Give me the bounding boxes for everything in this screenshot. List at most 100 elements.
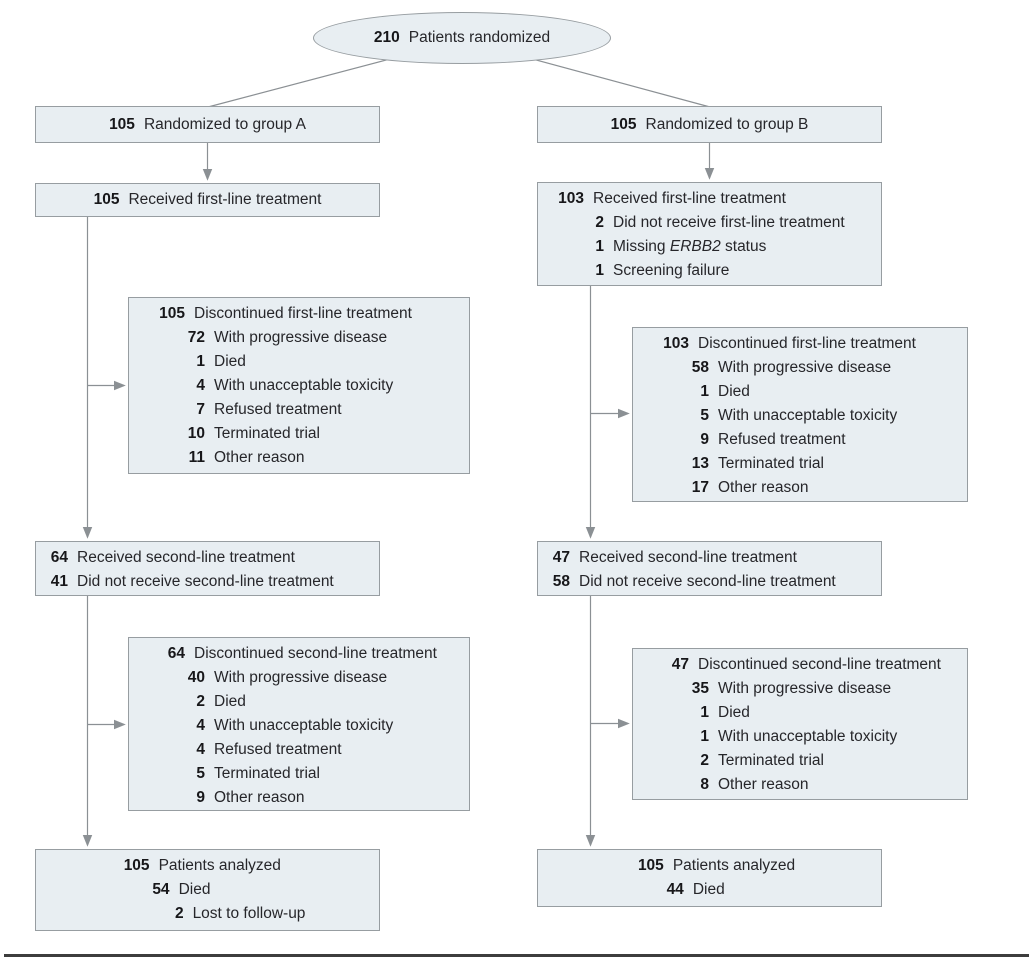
gene-name-italic: ERBB2: [669, 238, 721, 255]
flow-line: 40 With progressive disease: [139, 666, 463, 690]
flow-line: 105 Patients analyzed: [110, 854, 306, 878]
label: Other reason: [718, 479, 809, 496]
label: With unacceptable toxicity: [718, 728, 898, 745]
count: 2: [196, 693, 205, 710]
flow-line: 41 Did not receive second-line treatment: [44, 570, 373, 594]
count: 210: [373, 29, 400, 46]
label: Died: [692, 881, 725, 898]
flow-line: 1 Screening failure: [548, 259, 875, 283]
group-b-discontinued-first-line-box: 103 Discontinued first-line treatment 58…: [632, 327, 968, 502]
group-a-randomized-box: 105 Randomized to group A: [35, 106, 380, 143]
group-b-discontinued-second-line-box: 47 Discontinued second-line treatment 35…: [632, 648, 968, 800]
count: 1: [196, 353, 205, 370]
bottom-rule: [4, 954, 1029, 957]
label: With progressive disease: [718, 680, 892, 697]
count: 4: [196, 377, 205, 394]
flow-line: 9 Other reason: [139, 786, 463, 810]
flow-line: 103 Discontinued first-line treatment: [643, 332, 961, 356]
label: Discontinued second-line treatment: [698, 656, 941, 673]
count: 2: [174, 905, 184, 922]
randomized-ellipse: 210 Patients randomized: [313, 12, 611, 64]
count: 1: [700, 383, 709, 400]
flow-line: 1 Died: [139, 350, 463, 374]
count: 105: [123, 857, 150, 874]
flow-line: 4 Refused treatment: [139, 738, 463, 762]
count: 58: [552, 573, 570, 590]
count: 54: [152, 881, 170, 898]
label: Refused treatment: [214, 741, 342, 758]
label: Lost to follow-up: [192, 905, 306, 922]
label: Did not receive second-line treatment: [77, 573, 334, 590]
flow-line: 2 Terminated trial: [643, 749, 961, 773]
count: 5: [700, 407, 709, 424]
count: 2: [700, 752, 709, 769]
label: Received second-line treatment: [579, 549, 797, 566]
label: Terminated trial: [718, 752, 824, 769]
count: 5: [196, 765, 205, 782]
flow-line: 13 Terminated trial: [643, 452, 961, 476]
label: Received second-line treatment: [77, 549, 295, 566]
count: 64: [167, 645, 185, 662]
flow-line: 2 Died: [139, 690, 463, 714]
label: Received first-line treatment: [128, 191, 322, 208]
label: Discontinued first-line treatment: [194, 305, 412, 322]
flow-line: 2 Lost to follow-up: [110, 902, 306, 926]
label: Other reason: [718, 776, 809, 793]
count: 13: [691, 455, 709, 472]
flow-line: 103 Received first-line treatment: [548, 187, 875, 211]
count: 11: [188, 449, 205, 466]
flow-line: 54 Died: [110, 878, 306, 902]
count: 58: [691, 359, 709, 376]
count: 47: [671, 656, 689, 673]
group-a-discontinued-first-line-box: 105 Discontinued first-line treatment 72…: [128, 297, 470, 474]
count: 72: [187, 329, 205, 346]
count: 7: [196, 401, 205, 418]
count: 9: [700, 431, 709, 448]
count: 1: [595, 238, 604, 255]
flow-line: 17 Other reason: [643, 476, 961, 500]
label: Other reason: [214, 449, 305, 466]
flow-line: 5 Terminated trial: [139, 762, 463, 786]
label: Randomized to group B: [645, 115, 809, 133]
flow-line: 35 With progressive disease: [643, 677, 961, 701]
label: Died: [214, 693, 246, 710]
count: 105: [159, 305, 185, 322]
count: 2: [595, 214, 604, 231]
label: Died: [718, 704, 750, 721]
count: 103: [663, 335, 689, 352]
count: 8: [700, 776, 709, 793]
count: 35: [691, 680, 709, 697]
count: 10: [187, 425, 205, 442]
flow-line: 72 With progressive disease: [139, 326, 463, 350]
count: 41: [50, 573, 68, 590]
count: 105: [637, 857, 664, 874]
flow-line: 105 Patients analyzed: [624, 854, 795, 878]
count: 103: [558, 190, 584, 207]
label: Died: [178, 881, 211, 898]
label: Discontinued first-line treatment: [698, 335, 916, 352]
count: 1: [700, 704, 709, 721]
label: With unacceptable toxicity: [214, 717, 394, 734]
label: Died: [718, 383, 750, 400]
label: Patients randomized: [408, 29, 551, 46]
label: Missing ERBB2 status: [613, 238, 767, 255]
label: Did not receive second-line treatment: [579, 573, 836, 590]
group-a-analyzed-box: 105 Patients analyzed 54 Died 2 Lost to …: [35, 849, 380, 931]
group-a-discontinued-second-line-box: 64 Discontinued second-line treatment 40…: [128, 637, 470, 811]
count: 1: [595, 262, 604, 279]
flow-line: 2 Did not receive first-line treatment: [548, 211, 875, 235]
flow-line: 47 Discontinued second-line treatment: [643, 653, 961, 677]
label: With unacceptable toxicity: [718, 407, 898, 424]
label: Did not receive first-line treatment: [613, 214, 845, 231]
group-a-second-line-box: 64 Received second-line treatment 41 Did…: [35, 541, 380, 596]
flow-line: 1 Died: [643, 380, 961, 404]
flow-line: 5 With unacceptable toxicity: [643, 404, 961, 428]
count: 40: [187, 669, 205, 686]
flow-line: 9 Refused treatment: [643, 428, 961, 452]
flow-line: 64 Discontinued second-line treatment: [139, 642, 463, 666]
flow-line: 8 Other reason: [643, 773, 961, 797]
count: 4: [196, 741, 205, 758]
count: 47: [552, 549, 570, 566]
label: Randomized to group A: [143, 115, 306, 133]
